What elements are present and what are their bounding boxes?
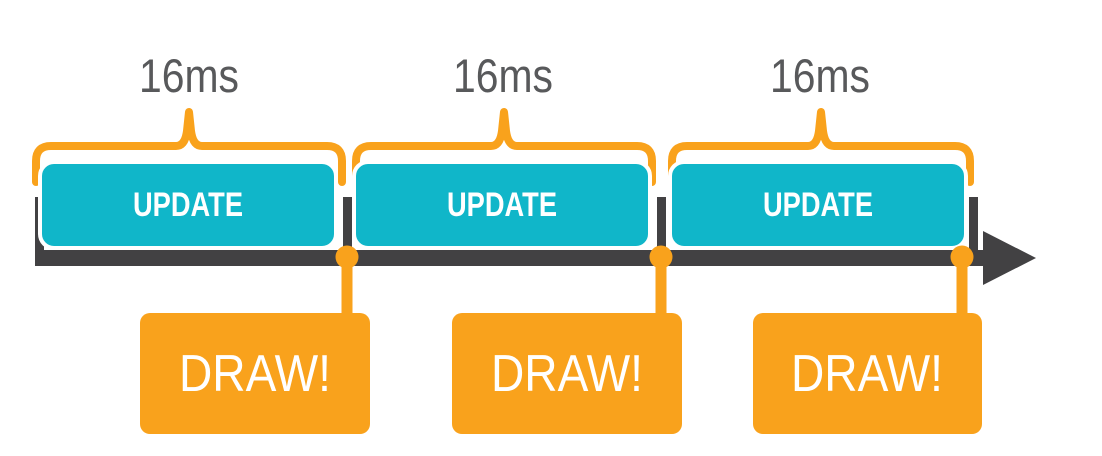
update-labels: UPDATE UPDATE UPDATE <box>133 186 873 224</box>
frame-boundary-dot-1 <box>335 245 359 269</box>
update-label-2: UPDATE <box>447 186 557 224</box>
frame-boundary-dot-2 <box>649 245 673 269</box>
duration-labels: 16ms 16ms 16ms <box>139 49 870 102</box>
timeline-tick-frame-3 <box>969 197 978 266</box>
draw-boxes <box>140 313 982 434</box>
duration-label-frame-3: 16ms <box>770 49 870 102</box>
timeline-tick-frame-2 <box>657 197 666 266</box>
timeline-arrowhead-icon <box>983 231 1036 285</box>
draw-labels: DRAW! DRAW! DRAW! <box>179 345 943 403</box>
timeline-bar <box>35 250 985 266</box>
brace-frame-1-icon <box>32 108 346 186</box>
update-label-3: UPDATE <box>763 186 873 224</box>
update-block-2 <box>352 160 652 250</box>
brace-frame-3-icon <box>668 108 974 186</box>
draw-box-3 <box>753 313 982 434</box>
update-block-3 <box>668 160 968 250</box>
draw-connectors <box>335 245 974 315</box>
timeline-tick-frame-1 <box>343 197 352 266</box>
duration-label-frame-1: 16ms <box>139 49 239 102</box>
frame-boundary-dot-3 <box>950 245 974 269</box>
update-block-1 <box>38 160 338 250</box>
draw-label-2: DRAW! <box>491 345 643 403</box>
update-blocks <box>38 160 968 250</box>
draw-label-3: DRAW! <box>791 345 943 403</box>
timeline <box>35 197 1036 285</box>
frame-braces <box>32 108 974 186</box>
draw-box-2 <box>452 313 682 434</box>
update-label-1: UPDATE <box>133 186 243 224</box>
draw-label-1: DRAW! <box>179 345 331 403</box>
brace-frame-2-icon <box>352 108 656 186</box>
duration-label-frame-2: 16ms <box>453 49 553 102</box>
draw-box-1 <box>140 313 370 434</box>
